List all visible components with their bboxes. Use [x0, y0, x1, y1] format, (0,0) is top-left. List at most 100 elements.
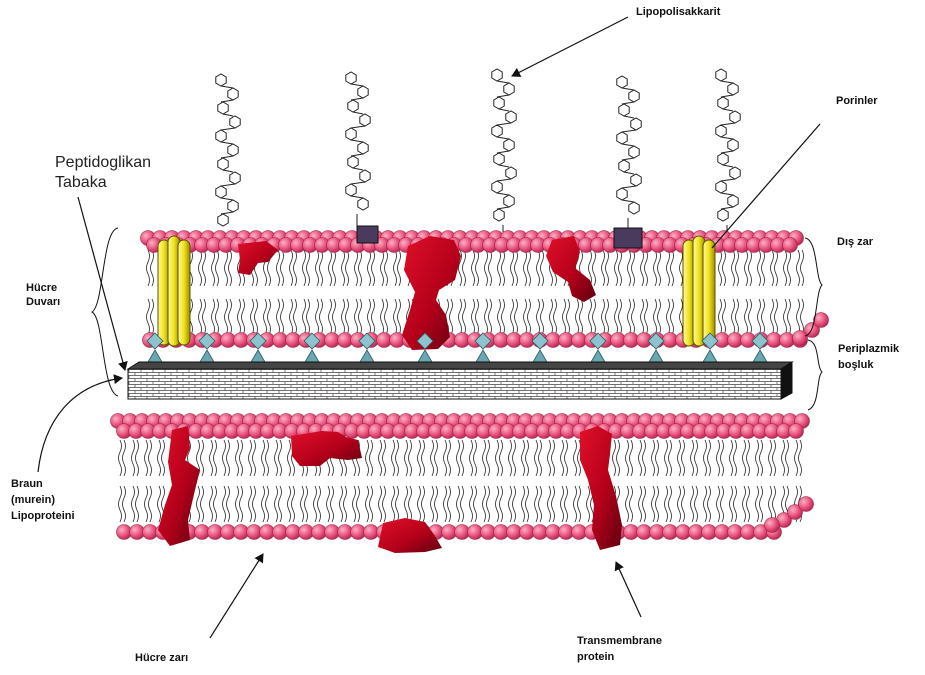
lipid-tail [240, 486, 243, 522]
lipid-tail [654, 250, 657, 286]
lipid-tail [123, 440, 126, 476]
lipid-tail [723, 299, 726, 335]
lipid-tail [201, 486, 204, 522]
sugar-ring [504, 83, 514, 95]
sugar-ring [216, 74, 226, 86]
lipid-tail [331, 486, 334, 522]
lipid-tail [615, 299, 618, 335]
sugar-ring [492, 125, 502, 137]
lipid-tail [197, 486, 200, 522]
lipid-tail [606, 250, 609, 286]
lipid-tail [203, 299, 206, 335]
lipid-tail [708, 486, 711, 522]
lipid-tail [379, 440, 382, 476]
lipid-tail [212, 299, 215, 335]
lipid-tail [548, 440, 551, 476]
lipid-tail [223, 440, 226, 476]
lipoprotein-anchor [305, 350, 319, 362]
lipid-tail [665, 486, 668, 522]
peptidoglycan-label-line1: Peptidoglikan [55, 153, 151, 173]
lipid-tail [316, 299, 319, 335]
lipid-tail [381, 250, 384, 286]
lipid-tail [320, 250, 323, 286]
lipid-tail [329, 250, 332, 286]
lipid-tail [216, 299, 219, 335]
lipid-tail [574, 440, 577, 476]
sugar-ring [230, 172, 240, 184]
lipid-tail [149, 486, 152, 522]
lipid-tail [385, 250, 388, 286]
glycosidic-bond [497, 137, 509, 139]
lipid-tail [405, 440, 408, 476]
lipid-tail [444, 440, 447, 476]
lipid-tail [628, 250, 631, 286]
glycosidic-bond [221, 198, 233, 200]
sugar-ring [506, 167, 516, 179]
lipid-tail [344, 486, 347, 522]
porins-label: Porinler [836, 95, 878, 109]
lipid-tail [333, 299, 336, 335]
sugar-ring [728, 139, 738, 151]
lipid-tail [396, 486, 399, 522]
lipid-tail [784, 299, 787, 335]
outer-membrane-label: Dış zar [837, 236, 873, 250]
lipid-tail [431, 486, 434, 522]
transmembrane-arrow [616, 562, 641, 617]
lipid-tail [641, 299, 644, 335]
lipid-tail [450, 299, 453, 335]
sugar-ring [218, 214, 228, 226]
lipid-tail [769, 440, 772, 476]
lipid-tail [758, 250, 761, 286]
lipid-tail [554, 299, 557, 335]
lipid-tail [379, 486, 382, 522]
lipid-tail [509, 486, 512, 522]
lipid-tail [385, 299, 388, 335]
lipid-tail [435, 486, 438, 522]
lipid-tail [541, 299, 544, 335]
peptidoglycan-label-line2: Tabaka [55, 173, 107, 193]
lipid-tail [632, 299, 635, 335]
sugar-ring [730, 167, 740, 179]
lipid-tail [292, 486, 295, 522]
lipid-tail [786, 440, 789, 476]
glycosidic-bond [223, 114, 233, 116]
lipid-tail [745, 250, 748, 286]
lipid-tail [537, 299, 540, 335]
lipid-tail [409, 486, 412, 522]
lipid-tail [632, 250, 635, 286]
lipid-tail [214, 440, 217, 476]
brace-periplasm [808, 340, 822, 410]
phospholipid-head [783, 238, 798, 253]
lipid-tail [318, 486, 321, 522]
lipid-tail [210, 440, 213, 476]
lipid-tail [372, 250, 375, 286]
lipid-tail [472, 299, 475, 335]
lipid-tail [123, 486, 126, 522]
glycosidic-bond [721, 179, 735, 181]
lipid-tail [316, 250, 319, 286]
lipid-tail [368, 299, 371, 335]
sugar-ring [619, 104, 629, 116]
lipid-tail [444, 486, 447, 522]
lipid-tail [678, 440, 681, 476]
lipid-tail [147, 299, 150, 335]
glycosidic-bond [721, 137, 733, 139]
lipid-tail [264, 299, 267, 335]
phospholipid-head [765, 518, 780, 533]
lipid-tail [613, 440, 616, 476]
lipid-tail [333, 250, 336, 286]
lipopolysaccharide-label: Lipopolisakkarit [636, 6, 720, 20]
lipid-tail [788, 299, 791, 335]
lipid-tail [528, 250, 531, 286]
lipid-tail [212, 250, 215, 286]
lipid-tail [602, 299, 605, 335]
lipid-tail [732, 299, 735, 335]
sugar-ring [228, 88, 238, 100]
lipid-tail [734, 486, 737, 522]
braun-arrow [38, 378, 122, 472]
inner-membrane-tails [119, 440, 802, 522]
glycosidic-bond [351, 126, 365, 128]
lipoprotein-anchor [148, 350, 162, 362]
sugar-ring [730, 111, 740, 123]
lipid-tail [626, 486, 629, 522]
